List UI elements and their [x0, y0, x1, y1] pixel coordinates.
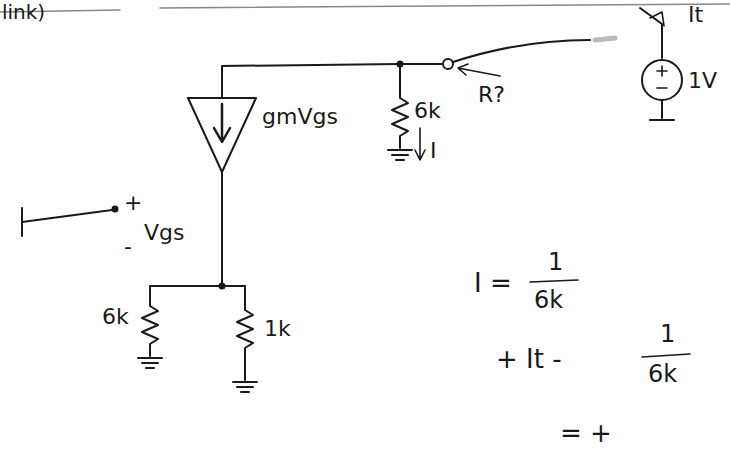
question-label: R? — [478, 84, 505, 106]
equation-text: = + — [560, 420, 612, 446]
fraction-bar — [530, 280, 578, 282]
ground-symbol — [650, 100, 674, 120]
source-arrow — [214, 104, 230, 142]
wire — [640, 8, 662, 58]
current-label: I — [430, 140, 437, 162]
equation-text: 1 — [548, 250, 563, 274]
source-value: 1V — [688, 70, 717, 92]
current-arrow — [650, 12, 664, 26]
smudge — [595, 38, 615, 40]
current-arrow — [415, 128, 425, 160]
ground-symbol — [233, 382, 257, 392]
ground-symbol — [138, 358, 162, 368]
terminal — [443, 59, 453, 69]
dependent-current-source — [188, 98, 256, 172]
equation-text: + It - — [496, 346, 562, 372]
resistor-value: 1k — [264, 318, 291, 340]
polarity-mark: + — [124, 192, 142, 214]
note-text: link) — [2, 2, 45, 22]
equation-text: 6k — [534, 288, 563, 312]
terminal — [113, 207, 118, 212]
equation-text: I = — [474, 270, 512, 296]
resistor-symbol — [142, 286, 158, 356]
polarity-marks — [657, 66, 667, 88]
source-gain: gmVgs — [262, 106, 338, 128]
fraction-bar — [642, 354, 690, 357]
equation-text: 6k — [648, 362, 677, 386]
junction-dot — [220, 284, 225, 289]
voltage-source — [642, 60, 682, 100]
wire — [453, 40, 590, 62]
resistor-symbol — [237, 286, 253, 380]
polarity-mark: - — [124, 236, 132, 258]
leader-arrow — [458, 64, 500, 76]
voltage-label: Vgs — [144, 222, 184, 244]
current-label: It — [688, 4, 703, 26]
ground-symbol — [388, 150, 412, 160]
ground-symbol — [22, 208, 112, 236]
resistor-value: 6k — [414, 100, 441, 122]
resistor-symbol — [392, 64, 408, 148]
equation-text: 1 — [660, 322, 675, 346]
resistor-value: 6k — [102, 306, 129, 328]
wire — [222, 64, 442, 98]
page-rule — [0, 4, 730, 12]
